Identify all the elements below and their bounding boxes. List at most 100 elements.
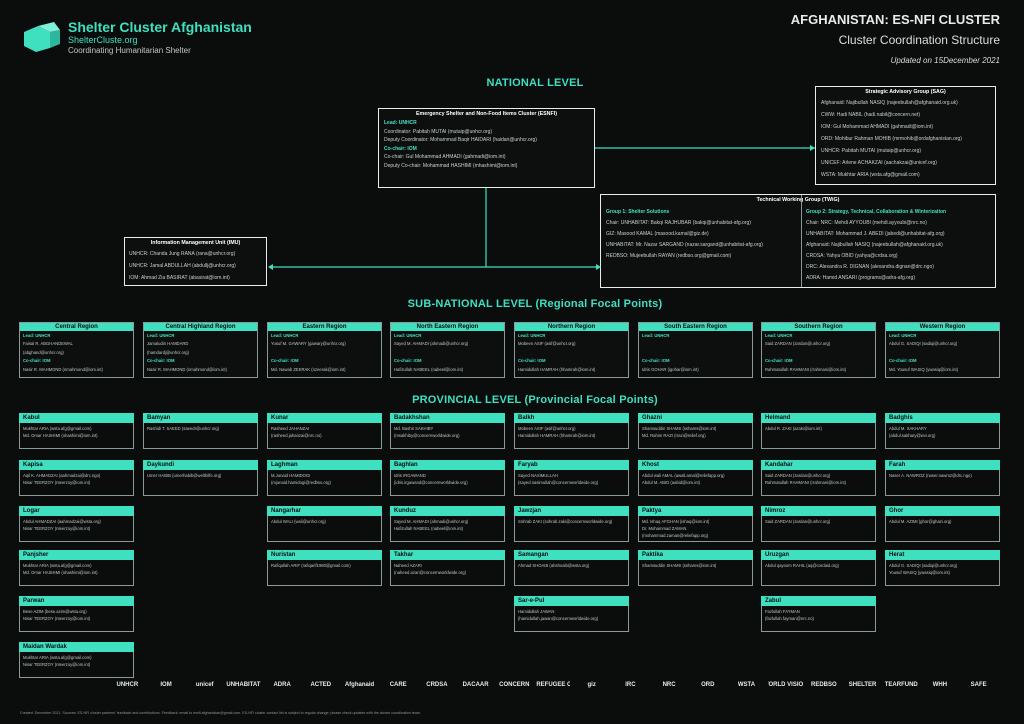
region-focal-line: Jamaludin HAMDARD	[147, 341, 189, 347]
partner-logo: TEARFUND	[884, 682, 918, 688]
region-name: Eastern Region	[268, 323, 381, 331]
region-focal-line: Nasir R. MAHMOND (nmahmond@iom.int)	[23, 366, 103, 372]
region-focal-line: Co-chair: IOM	[147, 358, 175, 364]
province-name: Kunar	[267, 413, 382, 423]
twig-member: Chair: NRC: Mehdi AYYOUBI (mehdi.ayyoubi…	[806, 220, 927, 226]
region-focal-line: Lead: UNHCR	[23, 333, 51, 338]
province-name: Panjsher	[19, 550, 134, 560]
province-focal-line: Mobeen ASIF (asif@unhcr.org)	[518, 426, 576, 431]
partner-logo: NRC	[662, 682, 676, 688]
region-focal-line	[271, 349, 378, 357]
province-name: Faryab	[514, 460, 629, 470]
province-focal-line: (sayed.nasimullah@concernworldwide.org)	[518, 480, 599, 485]
footer-note: Created: December 2021. Sources: ES-NFI …	[20, 711, 421, 715]
org-name: Shelter Cluster Afghanistan	[68, 19, 252, 35]
province-name: Parwan	[19, 596, 134, 606]
twig-member: Chair: UNHABITAT: Bakqi RAJHUBAR (bakqi@…	[606, 220, 751, 226]
province-name: Paktya	[638, 506, 753, 516]
sag-member: WSTA: Mukhtar ARIA (wsta.afg@gmail.com)	[821, 172, 920, 178]
partner-logo: CONCERN	[499, 682, 530, 688]
page-subtitle: Cluster Coordination Structure	[838, 33, 1000, 47]
province-name: Laghman	[267, 460, 382, 470]
region-focal-line: Sayed M. AHMADI (ahmadi@unhcr.org)	[394, 341, 469, 347]
partner-logo: DACAAR	[462, 682, 489, 688]
region-focal-line: Md. Yousuf WASIQ (ywasiq@iom.int)	[889, 366, 959, 372]
connector-lines	[268, 145, 815, 270]
national-level-heading: NATIONAL LEVEL	[486, 77, 584, 89]
region-focal-line: Lead: UNHCR	[394, 333, 422, 338]
province-name: Takhar	[390, 550, 505, 560]
region-focal-line: Lead: UNHCR	[271, 333, 299, 338]
province-focal-line: (fazlullah.fayman@nrc.no)	[765, 616, 814, 621]
imu-member: UNHCR: Chanda Jung RANA (rana@unhcr.org)	[129, 251, 236, 257]
province-name: Helmand	[761, 413, 876, 423]
province-focal-line: Sayed NASIMULLAH	[518, 473, 558, 478]
province-focal-line: Idris IRGAWAND	[394, 473, 426, 478]
region-focal-line: Said ZARDAN (zardan@unhcr.org)	[765, 341, 831, 347]
province-focal-line: Rashidi T. SAEED (saeedr@unhcr.org)	[147, 426, 220, 431]
region-focal-line: Lead: UNHCR	[642, 333, 670, 338]
partner-logo: DANISH REFUGEE COUNCIL	[536, 682, 571, 688]
province-name: Kandahar	[761, 460, 876, 470]
province-focal-line: Abdul WALI (wali@unhcr.org)	[271, 519, 326, 524]
imu-member: UNHCR: Jamal ABDULLAH (abdullj@unhcr.org…	[129, 263, 236, 269]
province-name: Maidan Wardak	[19, 642, 134, 652]
imu-member: IOM: Ahmad Zia BASIRAT (abasirat@iom.int…	[129, 275, 230, 281]
province-focal-line: Mukhtar ARIA (wsta.afg@gmail.com)	[23, 426, 92, 431]
updated-date: Updated on 15December 2021	[890, 56, 1000, 65]
esnfi-line: Co-chair: Gul Mohammad AHMADI (gahmadi@i…	[384, 154, 506, 160]
province-name: Bamyan	[143, 413, 258, 423]
province-focal-line: Abdul M. ABID (aabid@iom.int)	[642, 480, 701, 485]
org-url[interactable]: ShelterCluste.org	[68, 35, 138, 45]
province-name: Badghis	[885, 413, 1000, 423]
province-focal-line: Abdul G. SADIQI (sadiqi@unhcr.org)	[889, 563, 958, 568]
province-focal-line: Md. Omar HASHIMI (ohashimi@iom.int)	[23, 570, 98, 575]
region-name: North Eastern Region	[391, 323, 504, 331]
province-name: Nimroz	[761, 506, 876, 516]
sag-member: IOM: Gul Mohammad AHMADI (gahmadi@iom.in…	[821, 124, 934, 130]
province-name: Kunduz	[390, 506, 505, 516]
region-focal-line: (abghand@unhcr.org)	[23, 349, 64, 355]
region-focal-line: Faisal R. ABGHANDEWAL	[23, 341, 73, 347]
partner-logo: SHELTER	[848, 682, 877, 688]
partner-logo: unicef	[195, 682, 214, 688]
partner-logo: WHH	[932, 682, 948, 688]
province-focal-line: (idris.irgawand@concernworldwide.org)	[394, 480, 468, 485]
province-name: Balkh	[514, 413, 629, 423]
province-focal-line: Nisar TEERZOY (nteerzoy@iom.int)	[23, 662, 91, 667]
twig-divider	[801, 195, 802, 287]
partner-logo: ORD	[701, 682, 715, 688]
province-name: Ghor	[885, 506, 1000, 516]
region-focal-line	[642, 340, 749, 348]
province-focal-line: Rafiqullah ARIF (rafiqarif1980@gmail.com…	[271, 563, 351, 568]
region-focal-line: Co-chair: IOM	[889, 358, 917, 364]
esnfi-line: Coordinator: Pabitah MUTAI (mutaip@unhcr…	[384, 128, 493, 135]
province-focal-line: Rahmatullah RAHMANI (rrahmani@iom.int)	[765, 480, 847, 485]
province-name: Uruzgan	[761, 550, 876, 560]
twig-box: Technical Working Group (TWiG) Group 1: …	[600, 194, 996, 288]
province-focal-line: (rasheed.jahanzai@nrc.no)	[271, 433, 322, 438]
province-focal-line: Hamidullah HAMRAH (hhamrah@iom.int)	[518, 433, 596, 438]
esnfi-box: Emergency Shelter and Non-Food Items Clu…	[378, 108, 595, 188]
partner-logo: UNHABITAT	[226, 682, 261, 688]
imu-title: Information Management Unit (IMU)	[150, 240, 241, 246]
partner-logo: IRC	[625, 682, 636, 688]
region-name: Southern Region	[762, 323, 875, 331]
esnfi-line: Co-chair: IOM	[384, 145, 417, 152]
